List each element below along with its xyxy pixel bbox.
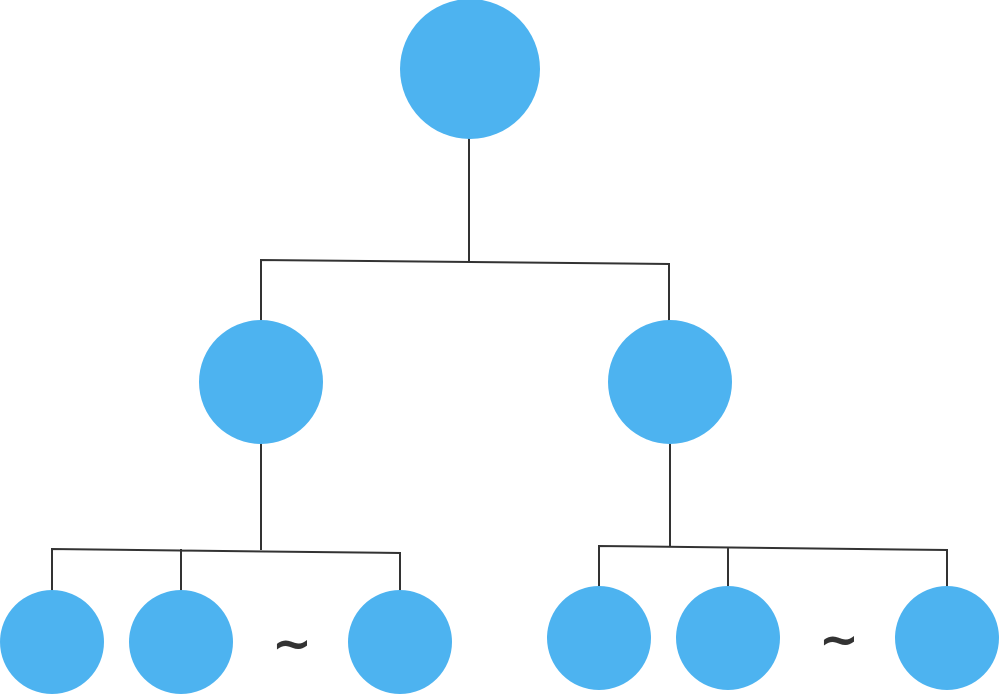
left-group-connector — [51, 443, 401, 592]
root-connector — [260, 138, 670, 322]
connectors — [51, 138, 948, 592]
left-leaf-node-2 — [129, 590, 233, 694]
right-leaf-node-2 — [676, 586, 780, 690]
left-group-ellipsis: ~ — [272, 616, 312, 672]
left-child-node — [199, 320, 323, 444]
right-leaf-node-1 — [547, 586, 651, 690]
left-leaf-node-n — [348, 590, 452, 694]
left-leaf-node-1 — [0, 590, 104, 694]
right-group-ellipsis: ~ — [819, 612, 859, 668]
right-child-node — [608, 320, 732, 444]
right-leaf-node-n — [895, 586, 999, 690]
right-group-connector — [598, 443, 948, 588]
root-node — [400, 0, 540, 139]
